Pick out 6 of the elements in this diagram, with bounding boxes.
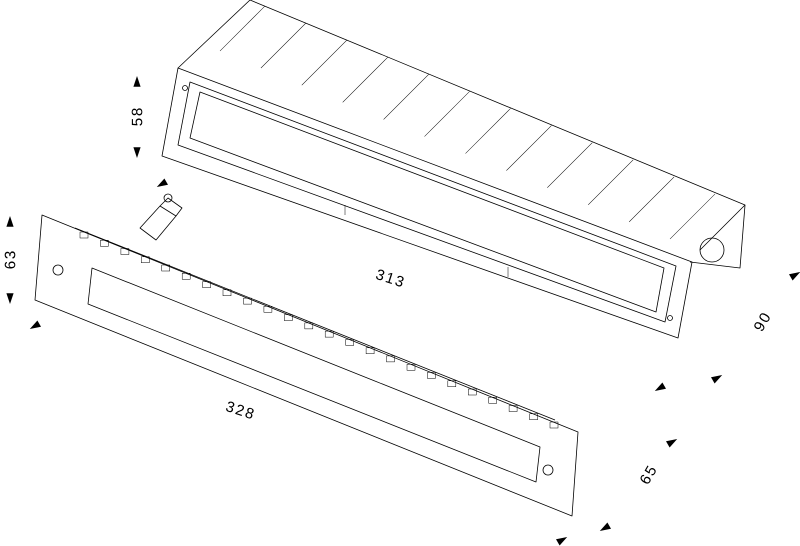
dimension-label: 65 <box>640 466 656 484</box>
dimension-label: 90 <box>754 313 770 331</box>
dimension-label: 58 <box>132 108 142 126</box>
dimension-label: 328 <box>226 402 254 418</box>
dimension-label: 63 <box>4 251 16 268</box>
dimension-label: 313 <box>376 270 404 286</box>
